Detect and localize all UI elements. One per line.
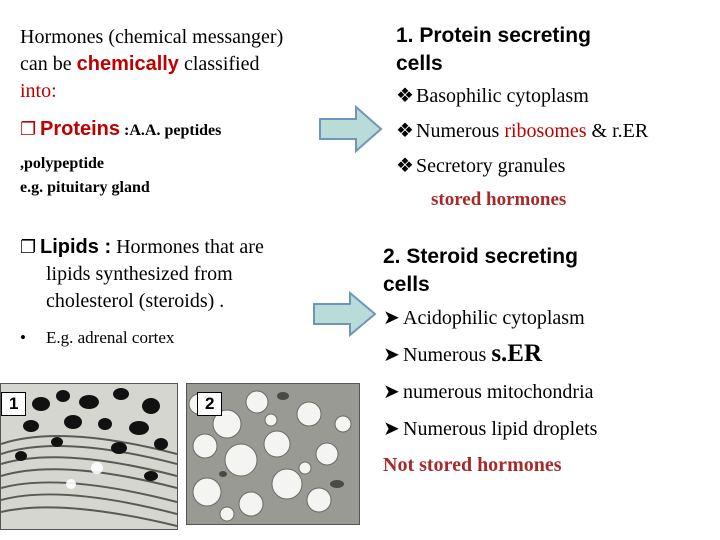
lipids-line-1: ❐Lipids : Hormones that are bbox=[20, 234, 350, 261]
diamond-bullet-icon: ❖ bbox=[396, 153, 414, 177]
protein-secreting-cells: 1. Protein secreting cells ❖Basophilic c… bbox=[396, 22, 716, 211]
intro-line-3: into: bbox=[20, 80, 57, 102]
checkbox-bullet-icon: ❐ bbox=[20, 237, 37, 258]
adrenal-text: E.g. adrenal cortex bbox=[46, 328, 175, 347]
steroid-feature-lipid-droplets: ➤Numerous lipid droplets bbox=[383, 410, 713, 447]
steroid-feature-mitochondria: ➤numerous mitochondria bbox=[383, 373, 713, 410]
acidophilic-text: Acidophilic cytoplasm bbox=[403, 307, 585, 329]
polypeptide-text: ,polypeptide bbox=[20, 155, 105, 172]
intro-line-1: Hormones (chemical messanger) bbox=[20, 26, 284, 48]
steroid-heading-line-1: 2. Steroid secreting bbox=[383, 245, 578, 268]
ribosomes-pre: Numerous bbox=[416, 120, 505, 142]
rer-text: & r.ER bbox=[586, 120, 649, 142]
image-label-2: 2 bbox=[197, 392, 223, 416]
protein-feature-granules: ❖Secretory granules bbox=[396, 148, 716, 183]
image-label-1: 1 bbox=[1, 392, 27, 416]
micrograph-protein-cell: 1 bbox=[0, 383, 178, 530]
checkbox-bullet-icon: ❐ bbox=[20, 119, 37, 140]
intro-text: Hormones (chemical messanger) can be che… bbox=[20, 24, 350, 105]
granules-text: Secretory granules bbox=[416, 155, 566, 177]
lipids-text-1: Hormones that are bbox=[111, 236, 264, 258]
protein-feature-ribosomes: ❖Numerous ribosomes & r.ER bbox=[396, 113, 716, 148]
mitochondria-text: numerous mitochondria bbox=[403, 381, 594, 403]
lipid-droplets-text: Numerous lipid droplets bbox=[403, 418, 598, 440]
steroid-secreting-cells: 2. Steroid secreting cells ➤Acidophilic … bbox=[383, 243, 713, 483]
arrow-right-icon bbox=[319, 104, 383, 154]
arrow-right-icon bbox=[313, 290, 377, 338]
arrowhead-bullet-icon: ➤ bbox=[383, 416, 400, 440]
lipids-item: ❐Lipids : Hormones that are lipids synth… bbox=[20, 234, 350, 315]
micrograph-steroid-cell: 2 bbox=[186, 383, 360, 525]
diamond-bullet-icon: ❖ bbox=[396, 83, 414, 107]
protein-heading-line-2: cells bbox=[396, 52, 443, 75]
diamond-bullet-icon: ❖ bbox=[396, 118, 414, 142]
arrowhead-bullet-icon: ➤ bbox=[383, 305, 400, 329]
protein-heading-line-1: 1. Protein secreting bbox=[396, 24, 591, 47]
polypeptide-block: ,polypeptide e.g. pituitary gland bbox=[20, 152, 150, 200]
lipids-label: Lipids : bbox=[40, 236, 112, 258]
arrowhead-bullet-icon: ➤ bbox=[383, 342, 400, 366]
steroid-heading-line-2: cells bbox=[383, 273, 430, 296]
arrowhead-bullet-icon: ➤ bbox=[383, 379, 400, 403]
ser-pre: Numerous bbox=[403, 344, 492, 366]
basophilic-text: Basophilic cytoplasm bbox=[416, 85, 589, 107]
proteins-item: ❐Proteins :A.A. peptides bbox=[20, 118, 350, 141]
lipids-line-3: cholesterol (steroids) . bbox=[46, 290, 225, 312]
ser-text: s.ER bbox=[491, 340, 543, 367]
stored-hormones: stored hormones bbox=[431, 189, 567, 210]
pituitary-example: e.g. pituitary gland bbox=[20, 179, 150, 196]
steroid-feature-ser: ➤Numerous s.ER bbox=[383, 336, 713, 373]
intro-line-2-pre: can be bbox=[20, 53, 77, 75]
chemically-emphasis: chemically bbox=[76, 53, 179, 75]
micrograph-1-image bbox=[1, 384, 177, 529]
intro-line-2: can be chemically classified bbox=[20, 51, 350, 78]
steroid-feature-acidophilic: ➤Acidophilic cytoplasm bbox=[383, 299, 713, 336]
not-stored-hormones: Not stored hormones bbox=[383, 454, 562, 476]
ribosomes-text: ribosomes bbox=[504, 120, 587, 142]
proteins-label: Proteins bbox=[40, 118, 121, 140]
intro-line-2-post: classified bbox=[178, 53, 260, 75]
protein-feature-basophilic: ❖Basophilic cytoplasm bbox=[396, 78, 716, 113]
lipids-line-2: lipids synthesized from bbox=[46, 263, 233, 285]
dot-bullet: • bbox=[20, 328, 26, 347]
proteins-sub: :A.A. peptides bbox=[120, 122, 222, 139]
adrenal-example: • E.g. adrenal cortex bbox=[20, 328, 174, 348]
